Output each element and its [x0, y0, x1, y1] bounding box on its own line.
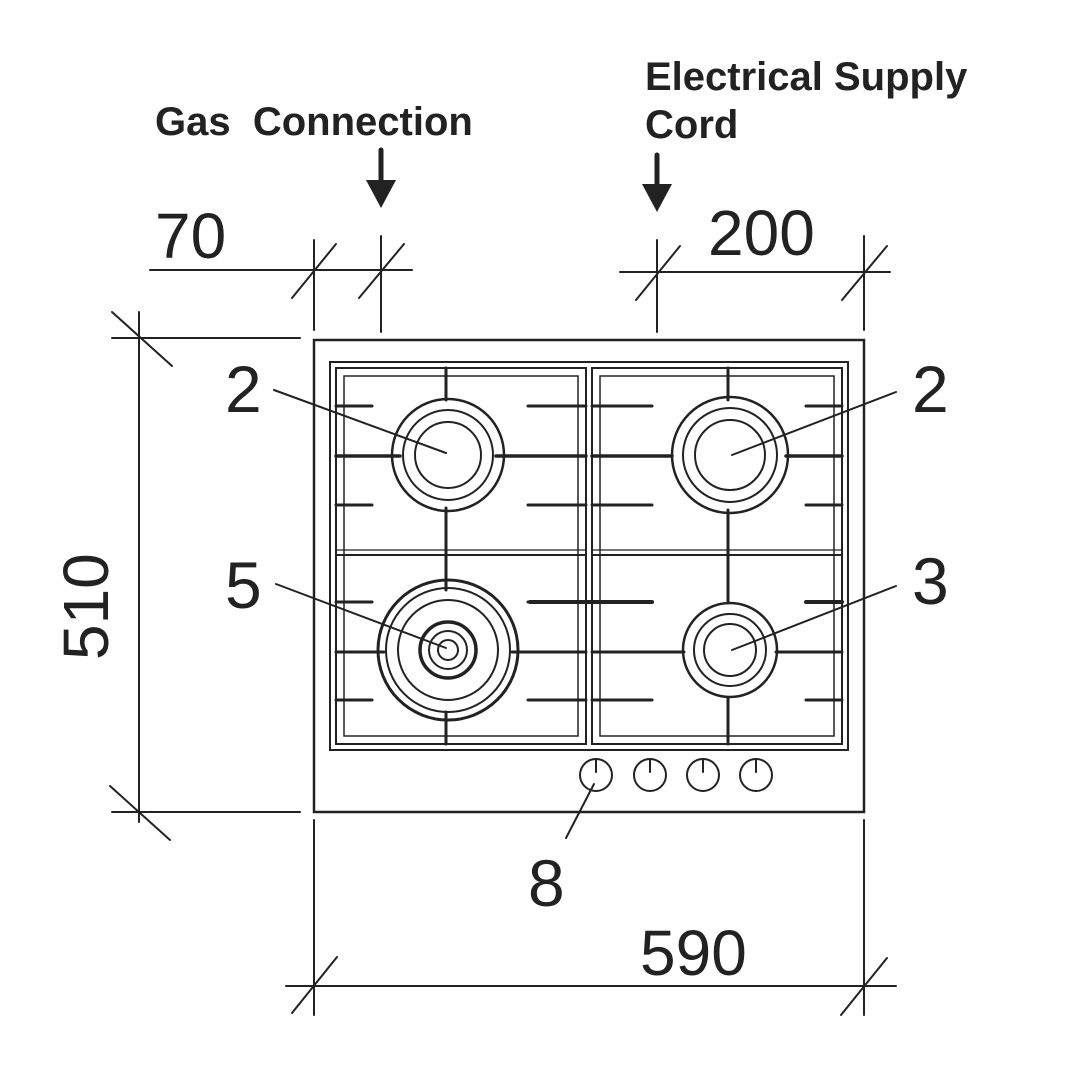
gas-offset-dimension: 70 [155, 200, 226, 272]
callout-burner-top-left: 2 [225, 352, 262, 426]
callout-burner-bottom-left: 5 [225, 548, 262, 622]
gas-connection-label: Gas Connection [155, 100, 473, 144]
depth-dimension: 510 [50, 553, 122, 660]
gas-connection-arrow-icon [366, 147, 396, 208]
width-dimension-line [285, 819, 897, 1016]
burner-top-left [390, 397, 506, 513]
callout-burner-bottom-right: 3 [912, 544, 949, 618]
depth-dimension-line [109, 311, 301, 841]
callout-burner-top-right: 2 [912, 352, 949, 426]
hob-outline [312, 338, 866, 814]
callout-control-knobs: 8 [528, 846, 565, 920]
pan-support-frame [329, 361, 849, 751]
electrical-cord-arrow-icon [642, 152, 672, 212]
right-pan-support [528, 366, 844, 746]
control-knob-icons [579, 758, 773, 792]
callout-leader-lines [273, 389, 897, 839]
electrical-offset-dimension-line [619, 235, 891, 333]
left-pan-support [334, 366, 588, 746]
width-dimension: 590 [640, 917, 747, 989]
electrical-supply-label-line2: Cord [645, 103, 738, 147]
burner-bottom-right [681, 601, 779, 699]
burner-bottom-left-wok [376, 578, 520, 722]
burner-top-right [670, 395, 790, 515]
gas-offset-dimension-line [149, 235, 413, 333]
electrical-supply-label-line1: Electrical Supply [645, 55, 968, 99]
electrical-offset-dimension: 200 [708, 197, 815, 269]
